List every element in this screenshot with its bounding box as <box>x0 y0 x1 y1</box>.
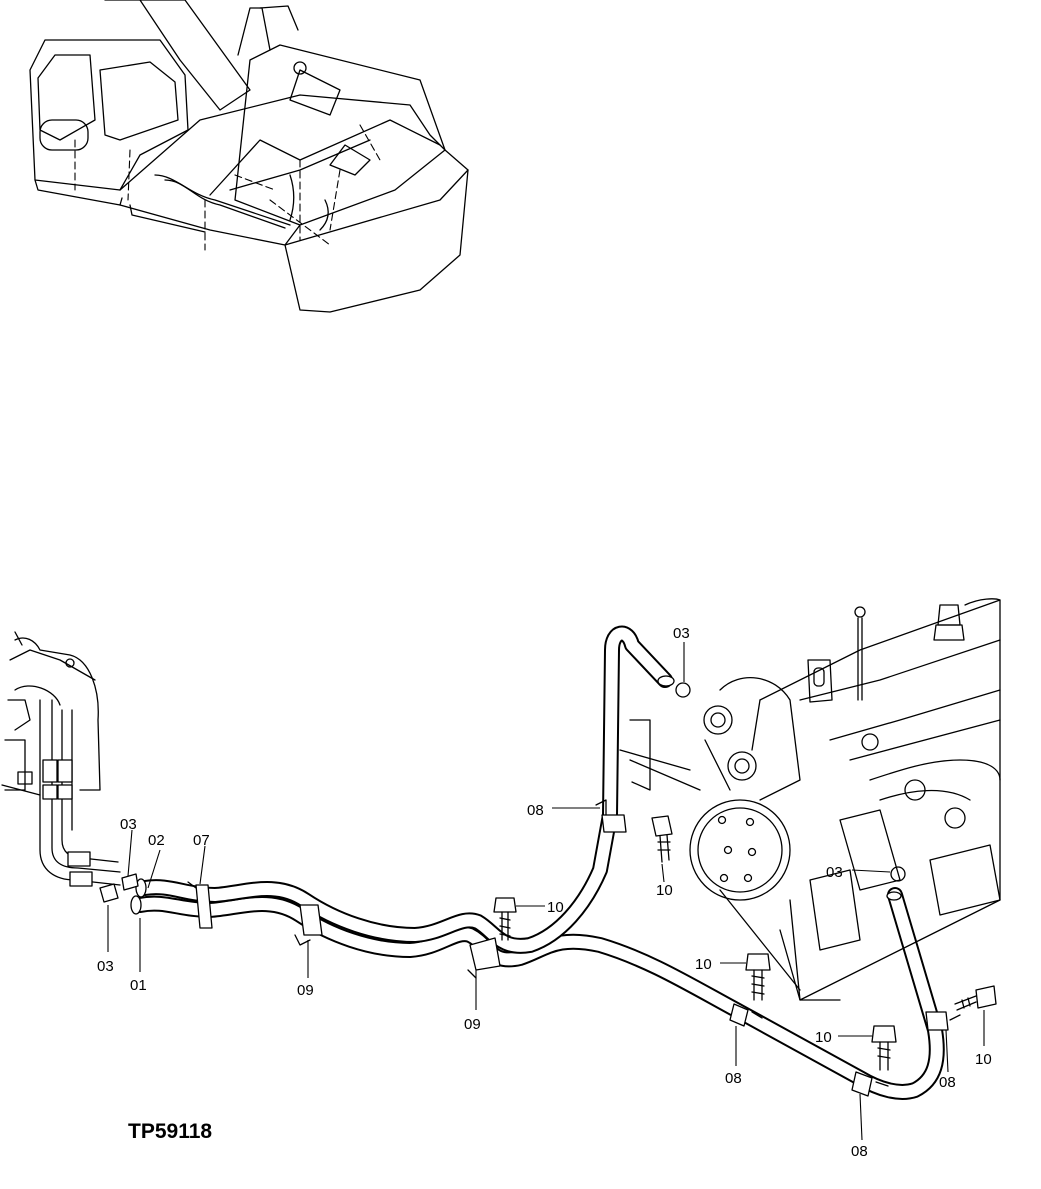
hose-clamps <box>99 682 961 1097</box>
excavator-overview <box>29 0 469 313</box>
callout-labels: 03 02 07 03 01 09 09 08 03 10 10 10 03 1… <box>97 625 992 1160</box>
callout-03: 03 <box>97 958 114 975</box>
engine <box>619 598 1001 1001</box>
callout-10: 10 <box>695 956 712 973</box>
callout-10: 10 <box>975 1051 992 1068</box>
callout-10: 10 <box>815 1029 832 1046</box>
callout-02: 02 <box>148 832 165 849</box>
callout-08: 08 <box>939 1074 956 1091</box>
callout-03: 03 <box>673 625 690 642</box>
callout-03: 03 <box>826 864 843 881</box>
bolts <box>493 815 997 1071</box>
heater-unit <box>1 631 121 887</box>
callout-01: 01 <box>130 977 147 994</box>
callout-08: 08 <box>725 1070 742 1087</box>
callout-07: 07 <box>193 832 210 849</box>
callout-03: 03 <box>120 816 137 833</box>
callout-09: 09 <box>297 982 314 999</box>
callout-10: 10 <box>547 899 564 916</box>
drawing-reference-number: TP59118 <box>128 1120 212 1143</box>
callout-08: 08 <box>527 802 544 819</box>
leader-lines <box>107 642 985 1141</box>
heater-hoses <box>130 625 945 1100</box>
callout-09: 09 <box>464 1016 481 1033</box>
callout-08: 08 <box>851 1143 868 1160</box>
callout-10: 10 <box>656 882 673 899</box>
